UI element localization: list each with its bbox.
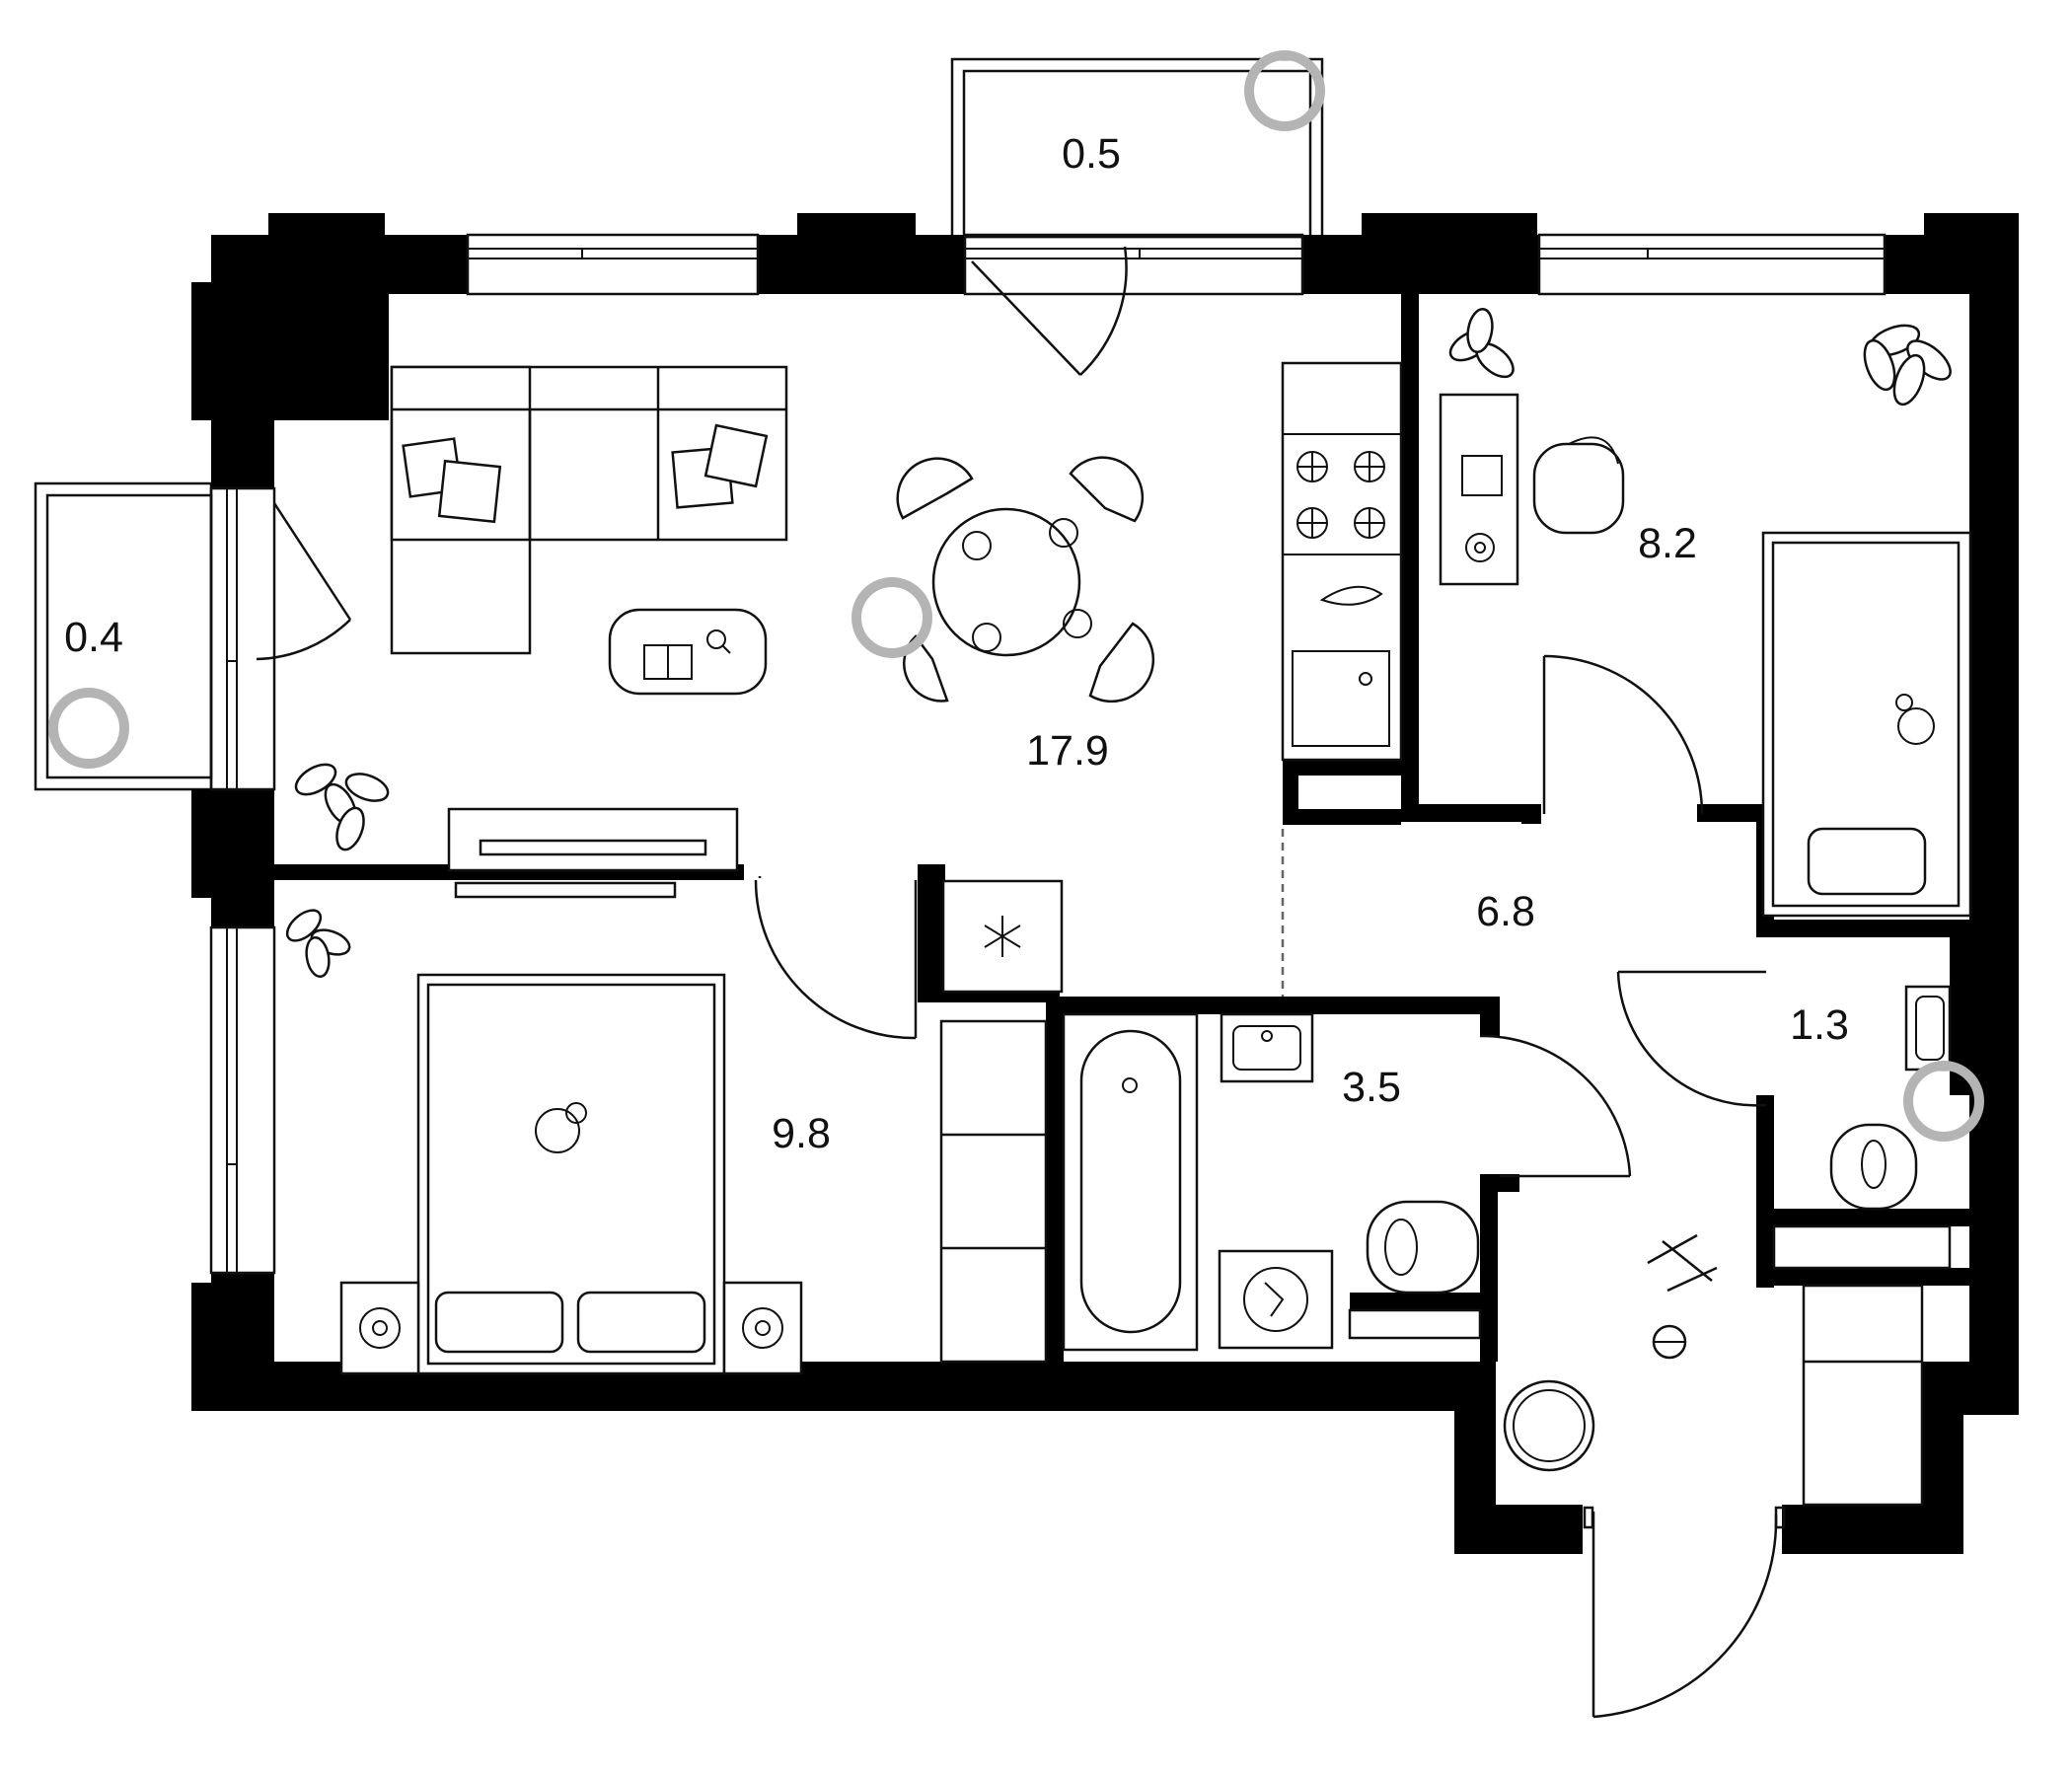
bed-left (416, 973, 726, 1375)
pillow-icon (437, 459, 502, 524)
area-label-bathroom: 3.5 (1342, 1064, 1401, 1111)
coffee-table (608, 608, 768, 696)
doors (256, 246, 1786, 1719)
windows (209, 233, 1887, 1275)
desk (1439, 393, 1519, 586)
area-label-toilet: 1.3 (1790, 1001, 1849, 1049)
marker-ring (48, 688, 129, 769)
plant-icon (1863, 324, 1952, 407)
area-label-balcony-left: 0.4 (64, 614, 123, 661)
pillow-icon (703, 423, 769, 488)
fridge (941, 879, 1064, 994)
fridge-snowflake-icon (984, 916, 1021, 957)
toy-icon (1895, 694, 1935, 745)
walls (191, 213, 2019, 1554)
interior-walls (274, 294, 1969, 1362)
marker-ring (1244, 50, 1325, 131)
plant-icon (285, 909, 351, 979)
washing-machine-icon (1218, 1249, 1334, 1350)
toy-plane-icon (1647, 1233, 1718, 1293)
stove-icon (1282, 433, 1402, 555)
area-label-living-kitchen: 17.9 (1026, 727, 1109, 775)
ball-icon (1652, 1324, 1687, 1360)
tv-stand (447, 807, 739, 899)
toilet-icon (1829, 1123, 1918, 1211)
toilet-sink (1904, 985, 1952, 1072)
area-label-hall: 6.8 (1476, 888, 1535, 935)
nightstand-right (722, 1281, 803, 1375)
balcony-top (950, 57, 1324, 239)
bathroom-sink (1220, 1012, 1314, 1083)
wardrobe-left (939, 1019, 1048, 1364)
area-label-bedroom-left: 9.8 (772, 1110, 831, 1157)
marker-ring (851, 577, 932, 658)
bathtub-icon (1062, 1012, 1199, 1352)
dining-table (896, 456, 1155, 703)
round-rug (1503, 1379, 1595, 1472)
nightstand-left (339, 1281, 420, 1375)
cat-icon (535, 1102, 587, 1153)
kitchen-counter (1281, 361, 1403, 762)
sink-icon (1292, 650, 1390, 747)
area-label-balcony-top: 0.5 (1062, 130, 1121, 178)
toilet-icon (1366, 1200, 1480, 1295)
area-label-bedroom-right: 8.2 (1638, 520, 1697, 567)
hall-wardrobe (1802, 1284, 1924, 1507)
plant-icon (1448, 307, 1515, 379)
bed-right (1761, 531, 1972, 918)
marker-ring (1903, 1061, 1984, 1142)
sofa (390, 365, 788, 655)
desk-chair-icon (1532, 436, 1625, 535)
plant-icon (294, 763, 390, 851)
